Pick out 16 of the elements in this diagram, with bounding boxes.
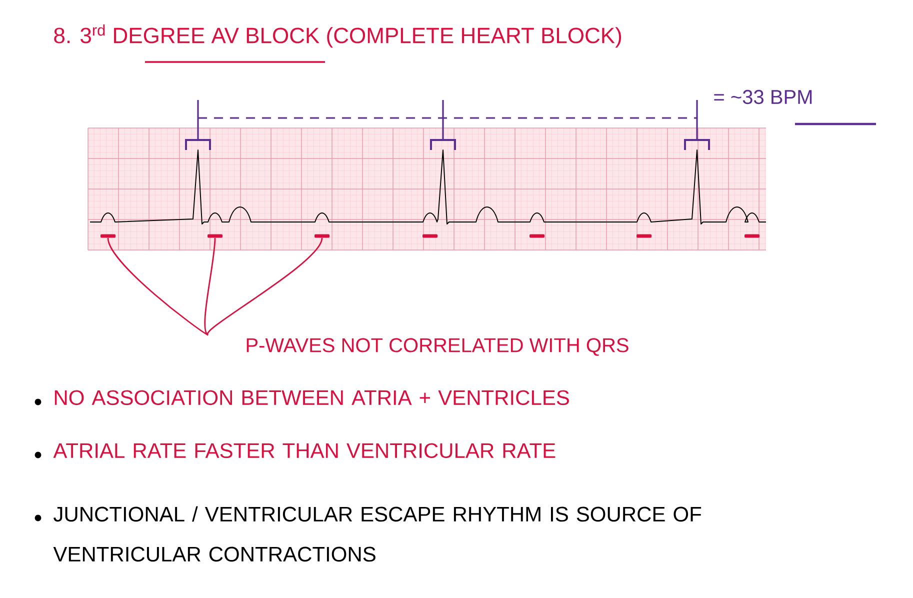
title: 8. 3$^{rd}$ DEGREE AV BLOCK (COMPLETE HEART BLOCK) xyxy=(54,24,622,48)
p-wave-mark xyxy=(422,234,438,238)
p-wave-mark xyxy=(744,234,760,238)
p-wave-mark xyxy=(314,234,330,238)
leader-line xyxy=(107,238,208,336)
bullet-text: JUNCTIONAL / VENTRICULAR ESCAPE RHYTHM IS SOURCE OF VENTRICULAR CONTRACTIONS xyxy=(53,506,702,562)
rate-label: = ~33 BPM xyxy=(714,90,812,104)
annotation-text: P-WAVES NOT CORRELATED WITH QRS xyxy=(246,338,628,356)
bullet-text: ATRIAL RATE FASTER THAN VENTRICULAR RATE xyxy=(53,443,556,458)
leader-line xyxy=(207,238,323,336)
p-wave-mark xyxy=(208,234,222,238)
p-wave-mark xyxy=(530,234,544,238)
p-wave-mark xyxy=(100,234,116,238)
leader-line xyxy=(204,238,216,336)
p-wave-mark xyxy=(636,234,652,238)
bullet-text: NO ASSOCIATION BETWEEN ATRIA + VENTRICLES xyxy=(54,390,569,406)
